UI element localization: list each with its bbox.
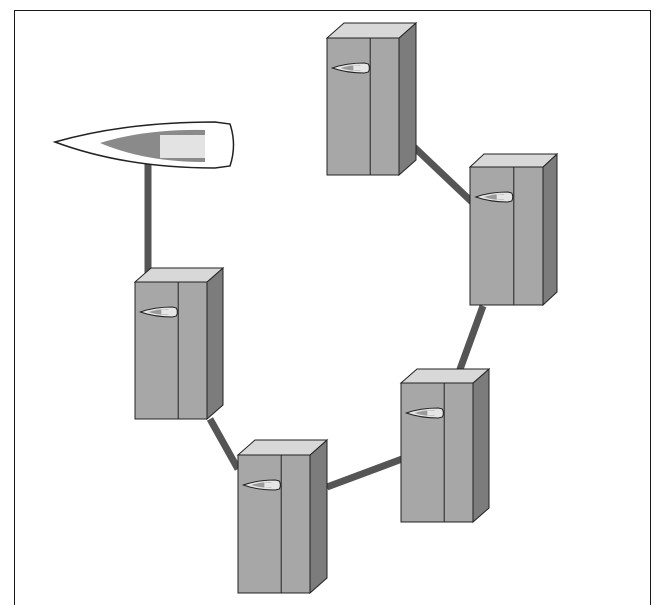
cabinet-top-face [135, 268, 223, 282]
cabinet-front [327, 38, 399, 175]
cabinet-side [207, 268, 223, 419]
cabinet-top-face [470, 154, 557, 167]
boat-cabin [160, 135, 205, 158]
server-cabinet-icon [470, 154, 557, 305]
cabinet-front [401, 383, 473, 522]
cabinet-side [543, 154, 557, 305]
cabinet-top-face [401, 369, 489, 383]
cabinet-front [135, 282, 207, 419]
server-cabinet-icon [135, 268, 223, 419]
server-cabinet-icon [401, 369, 489, 522]
server-cabinet-icon [327, 23, 416, 175]
cabinet-front [470, 167, 543, 305]
server-cabinet-icon [238, 440, 327, 593]
cabinet-side [399, 23, 416, 175]
cabinet-front [238, 455, 310, 593]
cabinet-side [473, 369, 489, 522]
cabinet-side [310, 440, 327, 593]
